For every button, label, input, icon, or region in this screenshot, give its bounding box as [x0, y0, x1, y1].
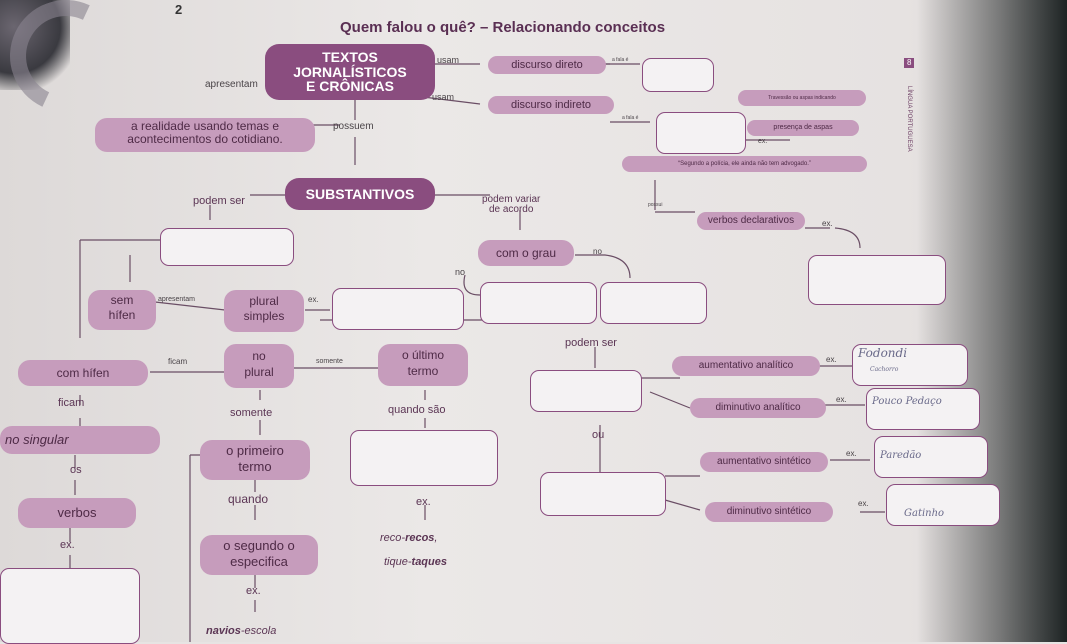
- podem-ser-label-2: podem ser: [565, 337, 617, 349]
- answer-box-verbos[interactable]: [0, 568, 140, 644]
- answer-box-aumentativo-analitico[interactable]: [852, 344, 968, 386]
- aumentativo-sintetico-node: aumentativo sintético: [700, 452, 828, 472]
- somente-label-1: somente: [316, 358, 343, 365]
- substantivos-node: SUBSTANTIVOS: [285, 178, 435, 210]
- tique-bold: taques: [411, 556, 447, 568]
- page-number: 2: [175, 2, 183, 17]
- ex-label-3: ex.: [308, 295, 319, 304]
- reco-recos-example: reco-recos,: [380, 532, 438, 545]
- somente-label-2: somente: [230, 407, 273, 419]
- page-title: Quem falou o quê? – Relacionando conceit…: [340, 19, 666, 36]
- answer-box-diminutivo-sintetico[interactable]: [886, 484, 1000, 526]
- verbos-declarativos-node: verbos declarativos: [697, 212, 805, 230]
- background-shadow: [0, 0, 70, 90]
- presenca-aspas-node: presença de aspas: [747, 120, 859, 136]
- answer-box-grau-2[interactable]: [600, 282, 707, 324]
- aumentativo-analitico-node: aumentativo analítico: [672, 356, 820, 376]
- handwriting-1: Fodondi: [858, 346, 908, 360]
- tique-taques-example: tique-taques: [384, 556, 447, 569]
- com-o-grau-node: com o grau: [478, 240, 574, 266]
- ficam-label-1: ficam: [168, 357, 188, 366]
- ex-label-5: ex.: [836, 395, 847, 404]
- ex-label-7: ex.: [416, 496, 431, 508]
- podem-variar-label: podem variar de acordo: [482, 194, 541, 215]
- reco-comma: ,: [434, 532, 438, 544]
- quando-sao-label: quando são: [388, 404, 446, 416]
- ou-label: ou: [592, 429, 605, 441]
- answer-box-diminutivo-analitico[interactable]: [866, 388, 980, 430]
- tique-prefix: tique-: [384, 556, 412, 568]
- apresentam-label-2: apresentam: [158, 296, 195, 303]
- a-fala-e-label-2: a fala é: [622, 115, 639, 121]
- answer-box-aumentativo-sintetico[interactable]: [874, 436, 988, 478]
- usam-label-2: usam: [432, 92, 455, 102]
- plural-simples-node: plural simples: [224, 290, 304, 332]
- answer-box-podem-ser-1[interactable]: [530, 370, 642, 412]
- possuem-label: possuem: [333, 121, 374, 132]
- handwriting-2: Pouco Pedaço: [872, 396, 942, 407]
- ex-label-4: ex.: [826, 355, 837, 364]
- answer-box-grau-1[interactable]: [480, 282, 597, 324]
- handwriting-3: Paredão: [880, 450, 922, 461]
- side-label: LÍNGUA PORTUGUESA: [906, 86, 912, 152]
- quando-label: quando: [228, 492, 269, 506]
- usam-label-1: usam: [437, 55, 460, 65]
- answer-box-podem-ser-2[interactable]: [540, 472, 666, 516]
- no-label-1: no: [593, 247, 602, 256]
- answer-box-quando-sao[interactable]: [350, 430, 498, 486]
- os-label: os: [70, 464, 82, 476]
- ex-segundo-node: “Segundo a polícia, ele ainda não tem ad…: [622, 156, 867, 172]
- o-segundo-especifica-node: o segundo o especifica: [200, 535, 318, 575]
- answer-box-podem-ser[interactable]: [160, 228, 294, 266]
- answer-box-direto[interactable]: [642, 58, 714, 92]
- handwriting-4: Gatinho: [904, 508, 945, 519]
- o-ultimo-termo-node: o último termo: [378, 344, 468, 386]
- diminutivo-analitico-node: diminutivo analítico: [690, 398, 826, 418]
- answer-box-verbos-declarativos[interactable]: [808, 255, 946, 305]
- escola-suffix: -escola: [240, 625, 277, 637]
- discurso-indireto-node: discurso indireto: [488, 96, 614, 114]
- ex-label-1: ex.: [758, 138, 768, 145]
- apresentam-label: apresentam: [205, 79, 258, 90]
- answer-box-indireto[interactable]: [656, 112, 746, 154]
- realidade-node: a realidade usando temas e acontecimento…: [95, 118, 315, 152]
- a-fala-e-label-1: a fala é: [612, 57, 629, 63]
- discurso-direto-node: discurso direto: [488, 56, 606, 74]
- ficam-label-2: ficam: [58, 397, 85, 409]
- ex-label-10: ex.: [246, 585, 261, 597]
- navios-escola-example: navios-escola: [206, 625, 277, 638]
- ex-label-8: ex.: [858, 499, 869, 508]
- answer-box-plural-simples[interactable]: [332, 288, 464, 330]
- reco-bold: recos: [405, 532, 435, 544]
- verbos-node: verbos: [18, 498, 136, 528]
- no-plural-node: no plural: [224, 344, 294, 388]
- navios-bold: navios: [206, 625, 241, 637]
- diminutivo-sintetico-node: diminutivo sintético: [705, 502, 833, 522]
- background-shadow-right: [917, 0, 1067, 642]
- ex-label-6: ex.: [846, 449, 857, 458]
- no-label-2: no: [455, 267, 466, 277]
- travessao-note: Travessão ou aspas indicando: [738, 90, 866, 106]
- side-page-number: 8: [904, 58, 915, 69]
- textos-jornalisticos-node: TEXTOS JORNALÍSTICOS E CRÔNICAS: [265, 44, 435, 100]
- no-singular-node: no singular: [0, 426, 160, 454]
- ex-label-2: ex.: [822, 219, 833, 228]
- sem-hifen-node: sem hífen: [88, 290, 156, 330]
- o-primeiro-termo-node: o primeiro termo: [200, 440, 310, 480]
- com-hifen-node: com hífen: [18, 360, 148, 386]
- ex-label-9: ex.: [60, 539, 75, 551]
- handwriting-1b: Cachorro: [870, 366, 899, 373]
- possui-label: possui: [648, 202, 663, 208]
- reco-prefix: reco-: [380, 532, 406, 544]
- podem-ser-label-1: podem ser: [193, 195, 245, 207]
